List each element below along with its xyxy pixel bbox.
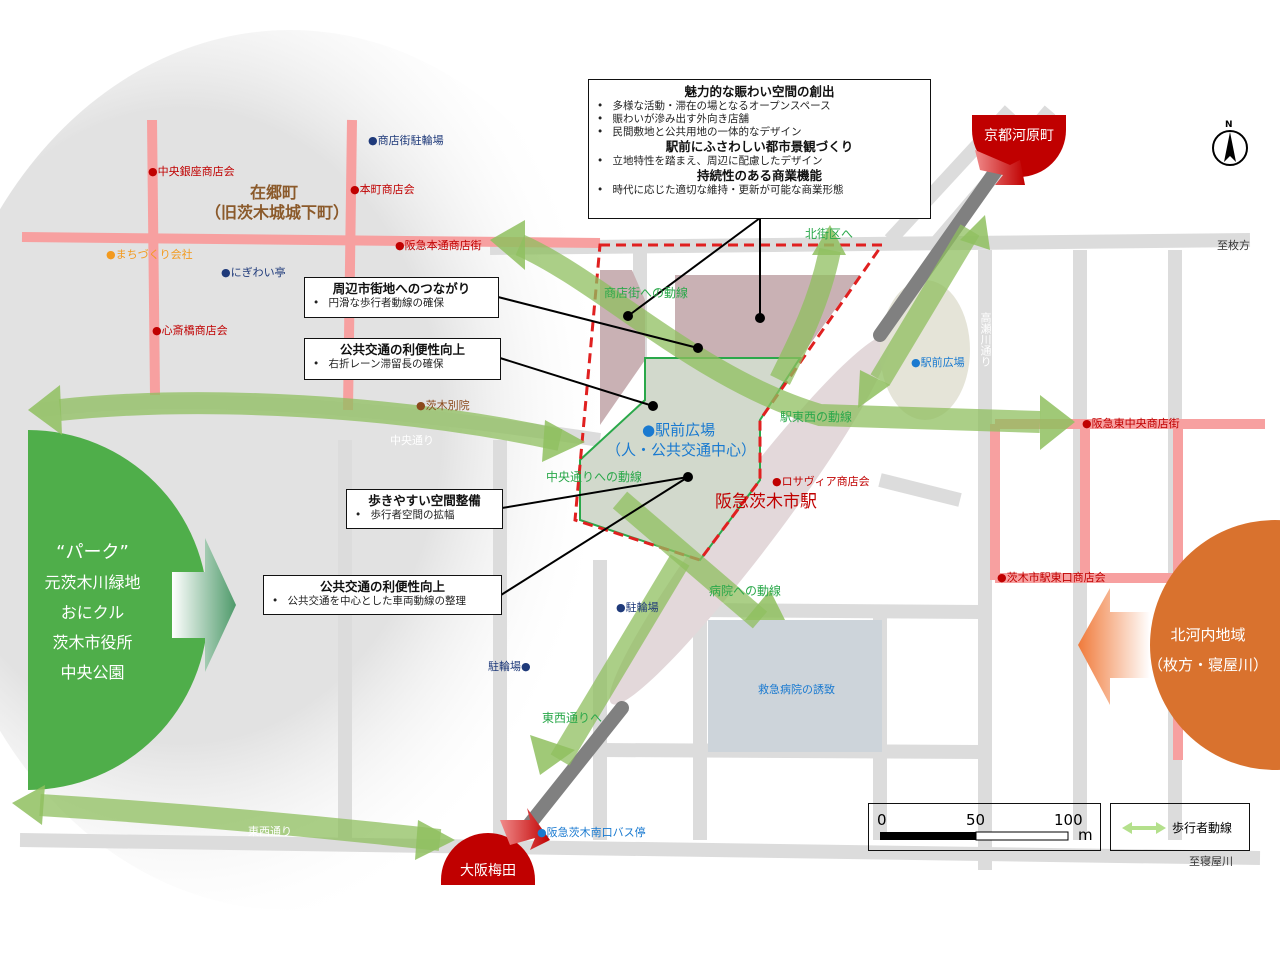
park-title: “パーク” (56, 542, 129, 563)
park-item: 元茨木川緑地 (44, 573, 141, 592)
road-chuo-dori: 中央通り (390, 434, 434, 447)
callout-heading: 周辺市街地へのつながり (332, 281, 471, 296)
shop-hankyu-higashi-chuo: 阪急東中央商店街 (1082, 417, 1180, 430)
callout-heading: 持続性のある商業機能 (696, 168, 822, 183)
callout-transit-1: 公共交通の利便性向上 右折レーン滞留長の確保 (304, 338, 501, 380)
route-to-hospital: 病院への動線 (709, 584, 782, 598)
hospital-label: 救急病院の誘致 (758, 683, 835, 696)
callout-bullet: 民間敷地と公共用地の一体的なデザイン (597, 126, 922, 139)
facility-bike-parking-2: 駐輪場● (488, 660, 531, 673)
park-area (28, 430, 208, 790)
pedestrian-arrowheads (12, 215, 1075, 860)
park-item: おにクル (60, 603, 125, 622)
scale-bar-black (880, 832, 976, 840)
kyoto-arrow (975, 150, 1025, 185)
route-to-touzai: 東西通りへ (542, 711, 603, 725)
route-to-shoutengai: 商店街への動線 (604, 286, 689, 300)
callout-heading: 駅前にふさわしい都市景観づくり (665, 139, 854, 154)
station-platform (609, 335, 891, 705)
to-neyagawa: 至寝屋川 (1189, 855, 1233, 868)
station-name: 阪急茨木市駅 (715, 492, 817, 512)
shop-chuo-ginza: 中央銀座商店会 (148, 165, 235, 178)
facility-east-plaza: 駅前広場 (911, 356, 965, 369)
callout-walkable: 歩きやすい空間整備 歩行者空間の拡幅 (346, 489, 503, 529)
north-label: N (1225, 120, 1233, 130)
north-arrow-icon (1212, 130, 1248, 166)
scale-tick-100: 100 (1054, 811, 1083, 829)
scale-tick-50: 50 (966, 811, 986, 829)
kitakawachi-subtitle: （枚方・寝屋川） (1147, 656, 1268, 674)
callout-main: 魅力的な賑わい空間の創出 多様な活動・滞在の場となるオープンスペース 賑わいが滲… (588, 79, 931, 219)
park-item: 中央公園 (60, 663, 125, 682)
park-item: 茨木市役所 (52, 633, 133, 652)
facility-bike-parking-1: 駐輪場 (616, 601, 659, 614)
callout-bullet: 多様な活動・滞在の場となるオープンスペース (597, 100, 922, 113)
callout-heading: 公共交通の利便性向上 (319, 579, 445, 594)
facility-machizukuri: まちづくり会社 (106, 248, 193, 261)
callout-bullet: 右折レーン滞留長の確保 (313, 358, 492, 371)
callout-bullet: 円滑な歩行者動線の確保 (313, 297, 490, 310)
railway-south (518, 701, 629, 837)
callout-transit-2: 公共交通の利便性向上 公共交通を中心とした車両動線の整理 (263, 575, 502, 615)
osaka-arrow (500, 808, 550, 850)
park-arrow (172, 538, 236, 672)
facility-nigiwai: にぎわい亭 (221, 266, 286, 279)
shop-shinsaibashi: 心斎橋商店会 (152, 324, 228, 337)
railway-north (873, 158, 1007, 342)
callout-bullet: 立地特性を踏まえ、周辺に配慮したデザイン (597, 155, 922, 168)
hospital-site (708, 620, 882, 752)
legend-arrow-icon (1122, 822, 1166, 834)
park-labels: “パーク” 元茨木川緑地 おにクル 茨木市役所 中央公園 (30, 538, 155, 688)
kitakawachi-arrow (1078, 588, 1150, 705)
project-boundary (573, 243, 885, 562)
route-east-west: 駅東西の動線 (780, 410, 853, 424)
road-takasegawa: 高瀬川通り (979, 312, 992, 367)
osaka-terminal (441, 833, 535, 885)
kyoto-terminal-label: 京都河原町 (984, 128, 1054, 144)
callout-heading: 魅力的な賑わい空間の創出 (684, 84, 835, 99)
callout-heading: 公共交通の利便性向上 (339, 342, 465, 357)
callout-bullet: 時代に応じた適切な維持・更新が可能な商業形態 (597, 184, 922, 197)
facility-shoutengai-parking: 商店街駐輪場 (368, 134, 444, 147)
callout-bullet: 歩行者空間の拡幅 (355, 509, 494, 522)
station-plaza-sublabel: （人・公共交通中心） (606, 441, 757, 459)
pedestrian-flows (39, 224, 1041, 851)
shop-rosavia: ロサヴィア商店会 (772, 475, 870, 488)
route-kitagaiku: 北街区へ (805, 227, 854, 241)
facility-betsuin: 茨木別院 (416, 399, 470, 412)
shop-east-exit: 茨木市駅東口商店会 (997, 571, 1106, 584)
callout-bullet: 公共交通を中心とした車両動線の整理 (272, 595, 493, 608)
route-to-chuo: 中央通りへの動線 (546, 470, 643, 484)
osaka-terminal-label: 大阪梅田 (460, 863, 516, 879)
bike-parking-2-text: 駐輪場 (488, 660, 521, 673)
callout-connectivity: 周辺市街地へのつながり 円滑な歩行者動線の確保 (304, 277, 499, 318)
shop-hankyu-hondori: 阪急本通商店街 (395, 239, 482, 252)
zaigo-subtitle: （旧茨木城城下町） (205, 203, 350, 222)
shop-honmachi: 本町商店会 (350, 183, 415, 196)
station-plaza-label: ●駅前広場 (642, 421, 716, 439)
scale-unit: m (1078, 826, 1093, 844)
zaigo-title: 在郷町 (250, 183, 299, 202)
to-hirakata: 至枚方 (1217, 239, 1250, 252)
legend-pedestrian-label: 歩行者動線 (1172, 821, 1233, 835)
callout-heading: 歩きやすい空間整備 (368, 493, 481, 508)
scale-box (868, 803, 1101, 851)
callout-leaders (497, 217, 761, 596)
facility-bus-stop: 阪急茨木南口バス停 (537, 826, 646, 839)
kitakawachi-labels: 北河内地域 （枚方・寝屋川） (1143, 620, 1273, 680)
scale-bar-white (975, 831, 1069, 841)
kitakawachi-title: 北河内地域 (1170, 626, 1246, 644)
scale-tick-0: 0 (877, 811, 887, 829)
legend-box (1110, 803, 1250, 851)
kitakawachi-area (1150, 520, 1280, 770)
callout-bullet: 賑わいが滲み出す外向き店舗 (597, 113, 922, 126)
road-touzai-dori: 東西通り (248, 825, 292, 838)
